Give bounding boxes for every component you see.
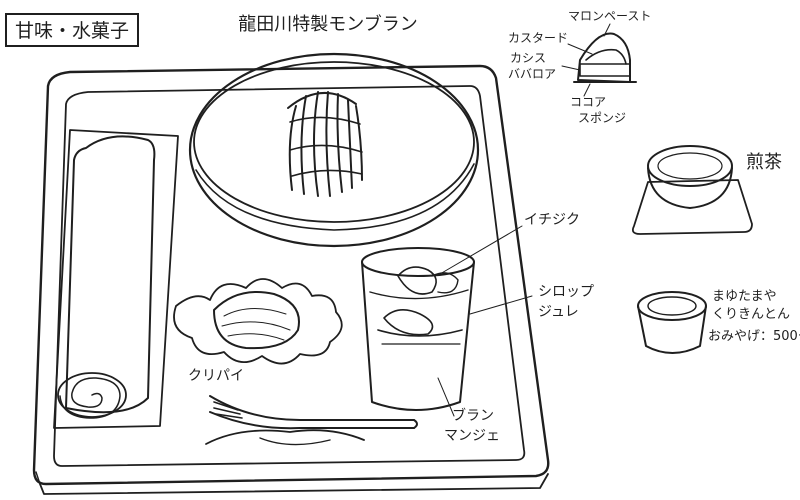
tea-cup: 煎茶 — [631, 145, 782, 235]
label-cassis: カシス — [510, 51, 546, 65]
souvenir-line-3: おみやげ：500ー — [708, 329, 800, 344]
label-sponge: スポンジ — [578, 111, 626, 125]
label-fig: イチジク — [524, 212, 580, 228]
fork-icon — [209, 395, 418, 430]
souvenir-line-2: くりきんとん — [712, 307, 790, 322]
roll-cake — [53, 129, 179, 429]
label-cocoa: ココア — [570, 95, 606, 109]
dish-title: 龍田川特製モンブラン — [238, 13, 417, 35]
label-cream-pie: クリパイ — [188, 368, 244, 384]
label-mange: マンジェ — [444, 428, 500, 444]
category-label: 甘味・水菓子 — [15, 20, 129, 42]
label-syrup: シロップ — [538, 284, 594, 300]
small-dish — [205, 429, 365, 446]
cream-pie: クリパイ — [173, 278, 343, 384]
roll-spiral — [57, 372, 127, 419]
sencha-label: 煎茶 — [746, 152, 782, 173]
label-bavarois: ババロア — [508, 67, 556, 81]
cross-section-diagram: マロンペースト カスタード カシス ババロア ココア スポンジ — [508, 9, 651, 125]
dessert-glass: イチジク シロップ ジュレ ブラン マンジェ — [361, 212, 594, 444]
souvenir-line-1: まゆたまや — [712, 289, 777, 304]
label-marron-paste: マロンペースト — [568, 9, 651, 23]
label-jelly: ジュレ — [538, 304, 579, 320]
label-custard: カスタード — [508, 31, 568, 45]
category-label-box: 甘味・水菓子 — [5, 13, 139, 47]
montblanc-plate — [188, 52, 480, 248]
label-blanc: ブラン — [452, 407, 494, 424]
montblanc-cake — [287, 91, 363, 197]
souvenir-cup: まゆたまや くりきんとん おみやげ：500ー — [637, 289, 800, 354]
tray — [32, 64, 550, 495]
